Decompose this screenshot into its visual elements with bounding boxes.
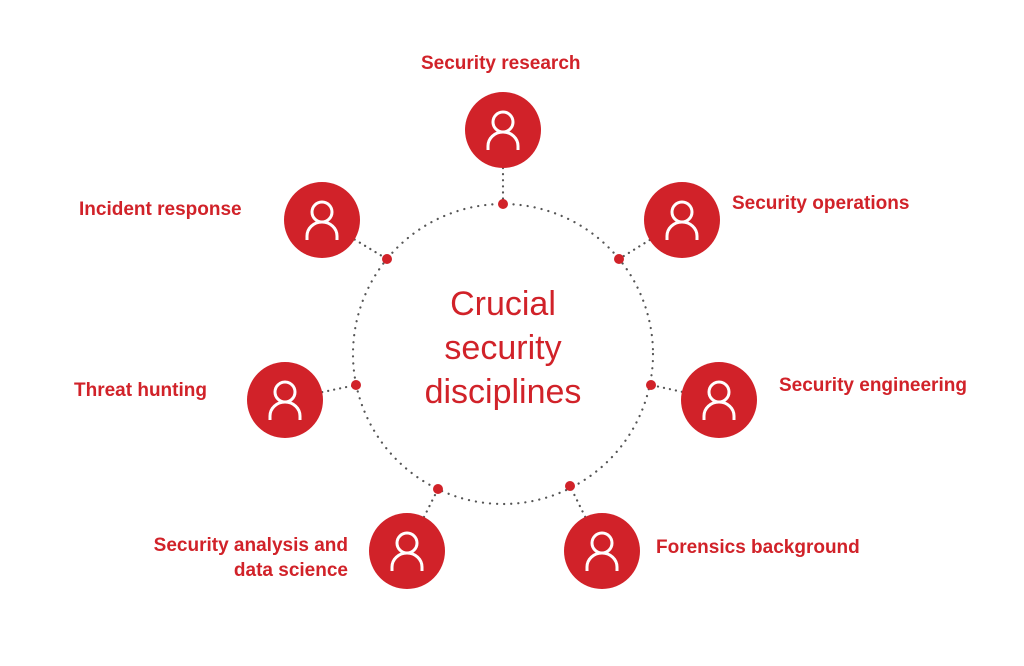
connector-dot	[614, 254, 624, 264]
connector-dot	[646, 380, 656, 390]
connector-dot	[351, 380, 361, 390]
label-line: data science	[233, 560, 348, 581]
label-line: Security analysis and	[153, 535, 348, 556]
connector-line	[617, 238, 651, 261]
connector-dot	[565, 481, 575, 491]
connector-line	[353, 238, 389, 261]
person-icon	[486, 130, 520, 150]
center-title-line: disciplines	[424, 373, 582, 411]
center-title: Crucial security disciplines	[403, 282, 603, 414]
person-icon	[702, 400, 736, 420]
connector-line	[568, 484, 587, 519]
person-icon	[390, 551, 424, 571]
label-security-operations: Security operations	[732, 193, 910, 214]
node-circle	[681, 362, 757, 438]
person-icon	[268, 400, 302, 420]
label-incident-response: Incident response	[79, 199, 242, 220]
label-security-research: Security research	[421, 53, 581, 74]
center-title-line: security	[444, 329, 562, 367]
connector-line	[649, 383, 683, 393]
connector-line	[422, 487, 440, 519]
label-security-analysis: Security analysis and data science	[154, 533, 348, 583]
hub-ring	[351, 202, 655, 506]
connector-dot	[498, 199, 508, 209]
node-circle	[644, 182, 720, 258]
label-forensics-background: Forensics background	[656, 537, 860, 558]
person-icon	[665, 220, 699, 240]
connector-dot	[433, 484, 443, 494]
node-circle	[465, 92, 541, 168]
label-security-engineering: Security engineering	[779, 375, 967, 396]
person-icon	[585, 551, 619, 571]
label-threat-hunting: Threat hunting	[74, 380, 207, 401]
connector-line	[321, 383, 358, 394]
node-circle	[564, 513, 640, 589]
node-circle	[284, 182, 360, 258]
center-title-line: Crucial	[450, 285, 556, 323]
node-circle	[369, 513, 445, 589]
person-icon	[305, 220, 339, 240]
node-circle	[247, 362, 323, 438]
connector-dot	[382, 254, 392, 264]
